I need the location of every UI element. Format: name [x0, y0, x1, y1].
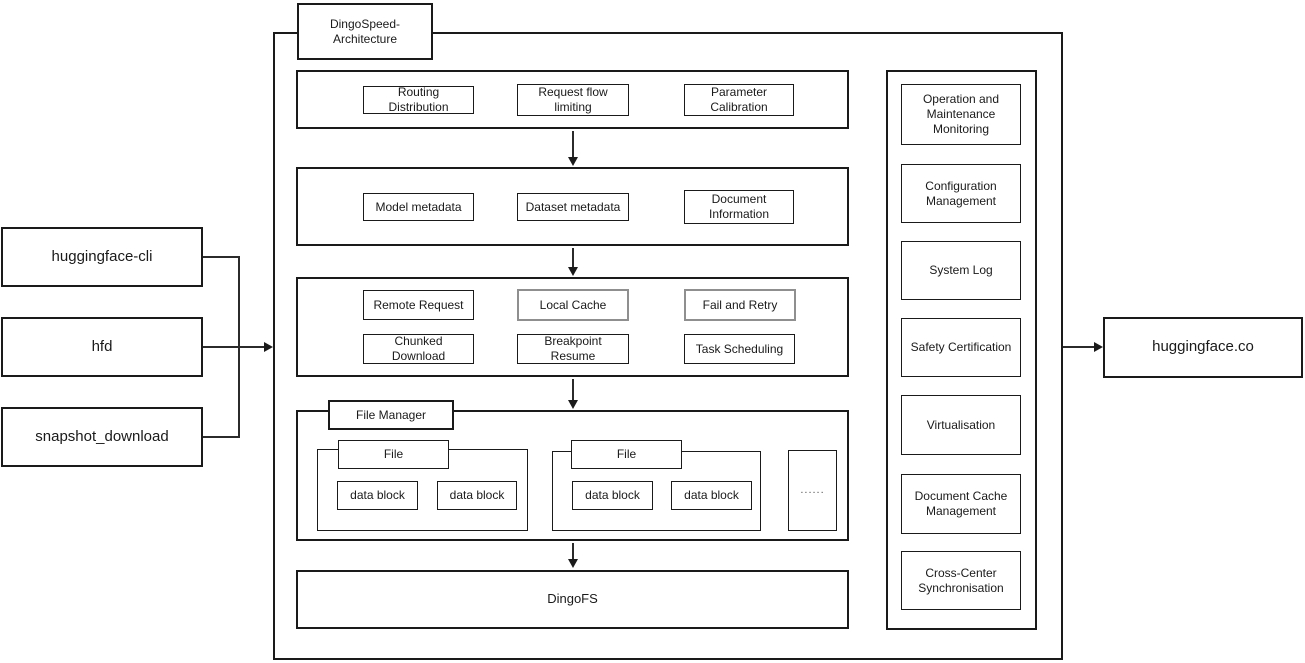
arrowhead-down-icon — [568, 559, 578, 568]
node-hfd: hfd — [1, 317, 203, 377]
node-task-scheduling: Task Scheduling — [684, 334, 795, 364]
connector-line — [203, 256, 240, 258]
node-routing-distribution: Routing Distribution — [363, 85, 474, 114]
node-document-cache-management: Document Cache Management — [901, 474, 1021, 534]
arrowhead-down-icon — [568, 400, 578, 409]
node-configuration-management: Configuration Management — [901, 164, 1021, 223]
flow-arrow-line — [572, 248, 574, 268]
layer-gateway — [296, 70, 849, 129]
node-breakpoint-resume: Breakpoint Resume — [517, 334, 629, 364]
node-huggingface-co: huggingface.co — [1103, 317, 1303, 378]
data-block: data block — [337, 481, 418, 510]
node-safety-certification: Safety Certification — [901, 318, 1021, 377]
file-label-1: File — [338, 440, 449, 469]
file-label-2: File — [571, 440, 682, 469]
data-block: data block — [572, 481, 653, 510]
node-chunked-download: Chunked Download — [363, 334, 474, 364]
node-virtualisation: Virtualisation — [901, 395, 1021, 455]
flow-arrow-line — [572, 131, 574, 158]
file-manager-label: File Manager — [328, 400, 454, 430]
node-local-cache: Local Cache — [517, 289, 629, 321]
node-dataset-metadata: Dataset metadata — [517, 193, 629, 221]
node-cross-center-synchronisation: Cross-Center Synchronisation — [901, 551, 1021, 610]
title-line1: DingoSpeed- — [329, 16, 401, 31]
node-snapshot-download: snapshot_download — [1, 407, 203, 467]
layer-download — [296, 277, 849, 377]
node-request-flow-limiting: Request flow limiting — [517, 84, 629, 116]
flow-arrow-line — [572, 543, 574, 560]
arrow-into-architecture — [203, 346, 265, 348]
sidebar-container — [886, 70, 1037, 630]
layer-file-manager — [296, 410, 849, 541]
arrowhead-right-icon — [264, 342, 273, 352]
node-model-metadata: Model metadata — [363, 193, 474, 221]
data-block: data block — [671, 481, 752, 510]
node-document-information: Document Information — [684, 190, 794, 224]
layer-metadata — [296, 167, 849, 246]
node-dingofs: DingoFS — [296, 570, 849, 629]
arrow-to-huggingface — [1063, 346, 1096, 348]
node-system-log: System Log — [901, 241, 1021, 300]
node-fail-and-retry: Fail and Retry — [684, 289, 796, 321]
node-huggingface-cli: huggingface-cli — [1, 227, 203, 287]
arrowhead-right-icon — [1094, 342, 1103, 352]
arrowhead-down-icon — [568, 157, 578, 166]
node-parameter-calibration: Parameter Calibration — [684, 84, 794, 116]
node-remote-request: Remote Request — [363, 290, 474, 320]
flow-arrow-line — [572, 379, 574, 401]
node-operation-maintenance-monitoring: Operation and Maintenance Monitoring — [901, 84, 1021, 145]
architecture-title: DingoSpeed- Architecture — [297, 3, 433, 60]
connector-line — [203, 436, 240, 438]
architecture-container — [273, 32, 1063, 660]
ellipsis-box: ...... — [788, 450, 837, 531]
arrowhead-down-icon — [568, 267, 578, 276]
data-block: data block — [437, 481, 517, 510]
title-line2: Architecture — [332, 31, 398, 46]
